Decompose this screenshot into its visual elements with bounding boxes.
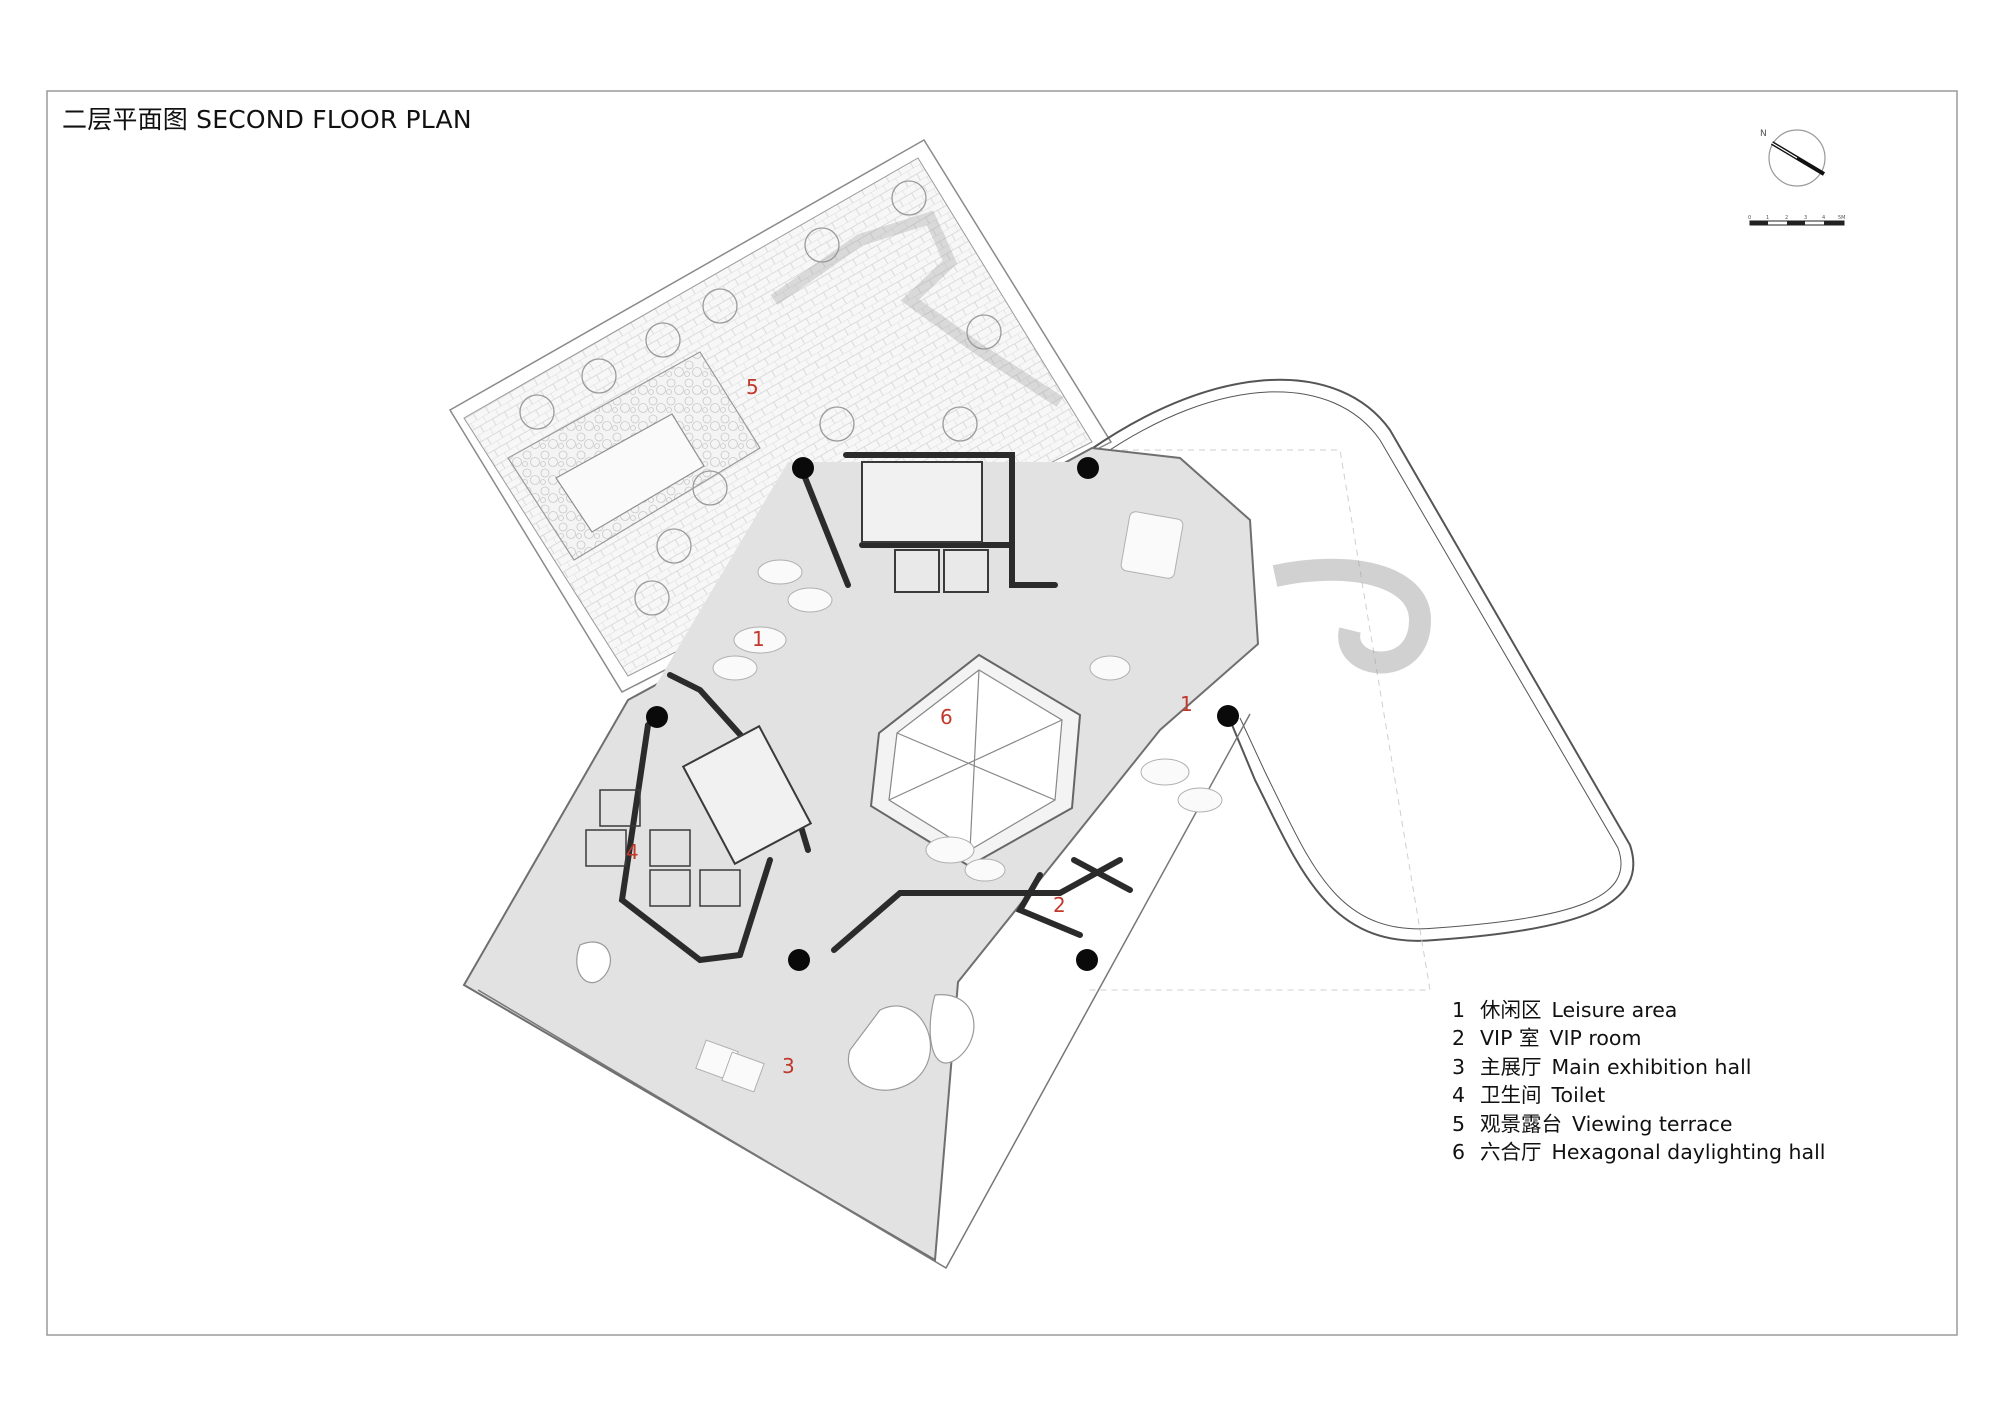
spiral-stair xyxy=(1272,558,1432,674)
compass: N xyxy=(1760,129,1826,187)
scale-tick-label: 0 xyxy=(1748,215,1751,221)
room-number-toilet: 4 xyxy=(626,840,639,864)
toilet-partitions xyxy=(585,789,741,907)
sheet-frame xyxy=(46,90,1958,1336)
columns xyxy=(646,457,1239,971)
floor-plate xyxy=(462,446,1260,1270)
scale-bar: 0 1 2 3 4 5M xyxy=(1748,215,1846,226)
scale-tick-label: 5M xyxy=(1838,215,1846,221)
room-number-hexagonal-hall: 6 xyxy=(940,705,953,729)
sculptures xyxy=(576,941,975,1091)
furniture xyxy=(695,511,1223,1093)
room-number-leisure-west: 1 xyxy=(752,627,765,651)
drawing-title: 二层平面图 SECOND FLOOR PLAN xyxy=(62,105,472,134)
hexagonal-daylighting-hall xyxy=(869,653,1082,868)
room-number-main-exhibition-hall: 3 xyxy=(782,1054,795,1078)
room-number-vip-room: 2 xyxy=(1053,893,1066,917)
north-label: N xyxy=(1760,129,1767,139)
scale-tick-label: 4 xyxy=(1822,215,1825,221)
room-number-leisure-east: 1 xyxy=(1180,692,1193,716)
room-number-viewing-terrace: 5 xyxy=(746,375,759,399)
east-balcony xyxy=(1085,378,1635,991)
scale-tick-label: 1 xyxy=(1766,215,1769,221)
viewing-terrace xyxy=(448,138,1113,693)
stair-cores xyxy=(681,461,989,866)
room-numbers: 1 1 2 3 4 5 6 xyxy=(626,375,1193,1078)
terrace-trees xyxy=(519,180,1002,616)
scale-tick-label: 2 xyxy=(1785,215,1788,221)
terrace-path xyxy=(770,210,1064,408)
scale-tick-label: 3 xyxy=(1804,215,1807,221)
